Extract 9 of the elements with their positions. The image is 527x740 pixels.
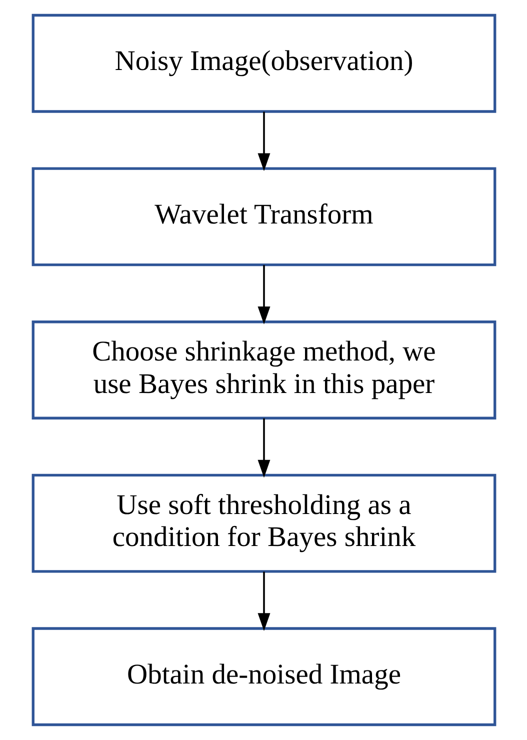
- arrow: [257, 418, 270, 478]
- node-box: Wavelet Transform: [31, 167, 496, 266]
- node-box: Noisy Image(observation): [31, 14, 496, 113]
- node-box: Use soft thresholding as a condition for Bayes shrink: [31, 474, 496, 573]
- node-box: Choose shrinkage method, we use Bayes shrink in this paper: [31, 320, 496, 420]
- arrow: [257, 572, 270, 632]
- arrow: [257, 265, 270, 324]
- node-box: Obtain de-noised Image: [31, 627, 496, 726]
- arrow: [257, 112, 270, 172]
